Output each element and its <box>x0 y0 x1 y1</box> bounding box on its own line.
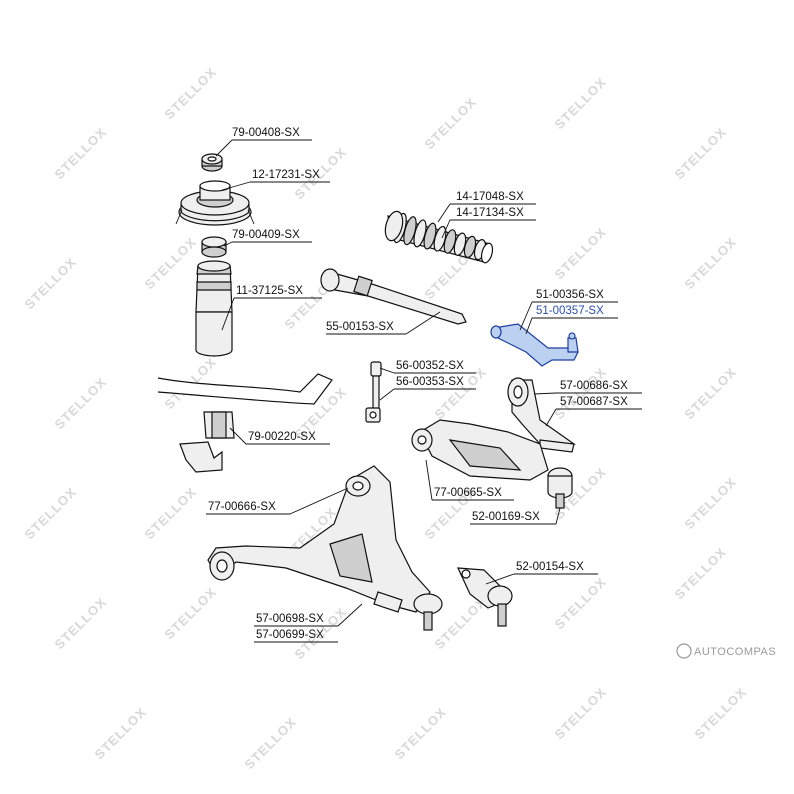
part-number-label[interactable]: 57-00699-SX <box>256 629 324 641</box>
bump-stop-nut-drawing[interactable] <box>201 153 223 172</box>
watermark-text: STELLOX <box>142 484 200 542</box>
part-number-label[interactable]: 77-00665-SX <box>434 487 502 499</box>
ball-joint-upper-drawing[interactable] <box>547 467 573 509</box>
part-number-label[interactable]: 11-37125-SX <box>236 285 303 297</box>
part-callout: 77-00666-SX <box>206 487 349 515</box>
part-number-label[interactable]: 52-00169-SX <box>472 511 540 523</box>
leader-line <box>555 507 561 525</box>
stabilizer-bushing-drawing[interactable] <box>179 411 235 473</box>
watermark-text: STELLOX <box>552 224 610 282</box>
part-number-label[interactable]: 79-00409-SX <box>232 229 300 241</box>
leader-line <box>441 219 451 239</box>
part-number-label[interactable]: 57-00686-SX <box>560 380 628 392</box>
strut-mount-drawing[interactable] <box>175 180 255 226</box>
part-number-label[interactable]: 56-00353-SX <box>396 376 464 388</box>
part-callout: 79-00408-SX <box>215 127 312 157</box>
watermark-text: STELLOX <box>22 254 80 312</box>
part-callout: 57-00698-SX 57-00699-SX <box>254 603 363 643</box>
leader-line <box>379 388 395 401</box>
tie-rod-end-drawing[interactable] <box>490 323 579 367</box>
leader-line <box>215 139 233 157</box>
watermark-text: STELLOX <box>682 474 740 532</box>
watermark-layer: STELLOX STELLOX STELLOX STELLOX STELLOX STELL… <box>22 64 750 772</box>
watermark-text: STELLOX <box>52 374 110 432</box>
part-number-label[interactable]: 14-17134-SX <box>456 207 524 219</box>
upper-control-arm-drawing[interactable] <box>507 377 576 453</box>
leader-line <box>379 367 395 374</box>
watermark-text: STELLOX <box>552 574 610 632</box>
watermark-text: STELLOX <box>552 684 610 742</box>
watermark-text: STELLOX <box>22 484 80 542</box>
part-callout: 57-00686-SX 57-00687-SX <box>533 380 642 427</box>
stabilizer-bar-drawing[interactable] <box>157 373 333 405</box>
part-number-label[interactable]: 79-00408-SX <box>232 127 300 139</box>
leader-line <box>337 603 363 627</box>
watermark-text: STELLOX <box>422 94 480 152</box>
steering-rack-boot-drawing[interactable] <box>382 209 494 264</box>
lower-control-arm-rear-drawing[interactable] <box>411 419 549 481</box>
watermark-text: STELLOX <box>682 234 740 292</box>
leader-line <box>525 317 533 335</box>
leader-line <box>545 408 557 427</box>
stabilizer-link-drawing[interactable] <box>365 361 382 423</box>
watermark-text: STELLOX <box>142 234 200 292</box>
watermark-text: STELLOX <box>672 544 730 602</box>
watermark-text: STELLOX <box>52 594 110 652</box>
watermark-text: STELLOX <box>242 714 300 772</box>
strut-bushing-drawing[interactable] <box>201 236 227 258</box>
part-number-label[interactable]: 57-00687-SX <box>560 396 628 408</box>
part-number-label[interactable]: 57-00698-SX <box>256 613 324 625</box>
footer-logo-text: AUTOCOMPAS <box>694 646 776 658</box>
part-callout: 52-00169-SX <box>470 507 561 525</box>
part-labels: 79-00408-SX 12-17231-SX 79-00409-SX 11-3712… <box>206 127 642 643</box>
part-number-label[interactable]: 77-00666-SX <box>208 501 276 513</box>
part-number-label[interactable]: 52-00154-SX <box>516 561 584 573</box>
part-callout: 56-00352-SX 56-00353-SX <box>379 360 476 401</box>
part-callout: 52-00154-SX <box>485 561 598 585</box>
watermark-text: STELLOX <box>162 584 220 642</box>
part-callout: 77-00665-SX <box>425 459 514 501</box>
part-callout: 14-17048-SX 14-17134-SX <box>437 191 536 239</box>
watermark-text: STELLOX <box>52 124 110 182</box>
watermark-text: STELLOX <box>92 704 150 762</box>
part-number-label[interactable]: 56-00352-SX <box>396 360 464 372</box>
leader-line <box>519 301 533 331</box>
shock-dust-boot-drawing[interactable] <box>195 260 233 357</box>
part-number-label[interactable]: 12-17231-SX <box>252 169 320 181</box>
leader-line <box>485 573 515 585</box>
inner-tie-rod-drawing[interactable] <box>320 268 467 325</box>
leader-line <box>229 427 247 445</box>
lower-control-arm-drawing[interactable] <box>207 465 443 631</box>
watermark-text: STELLOX <box>392 704 450 762</box>
part-number-label[interactable]: 51-00357-SX <box>536 305 604 317</box>
watermark-text: STELLOX <box>682 364 740 422</box>
leader-line <box>425 459 433 501</box>
leader-line <box>289 487 349 515</box>
part-callout: 12-17231-SX <box>221 169 330 191</box>
leader-line <box>221 297 235 331</box>
part-callout: 79-00220-SX <box>229 427 330 445</box>
watermark-text: STELLOX <box>692 684 750 742</box>
part-callout: 79-00409-SX <box>223 229 312 247</box>
ball-joint-lower-drawing[interactable] <box>457 567 513 627</box>
autocompas-logo: AUTOCOMPAS <box>676 643 776 659</box>
part-callout: 55-00153-SX <box>326 311 441 335</box>
watermark-text: STELLOX <box>162 64 220 122</box>
part-number-label[interactable]: 14-17048-SX <box>456 191 524 203</box>
part-number-label[interactable]: 55-00153-SX <box>326 321 394 333</box>
watermark-text: STELLOX <box>552 74 610 132</box>
leader-line <box>533 392 557 395</box>
leader-line <box>437 203 451 223</box>
compass-icon <box>676 643 692 659</box>
leader-line <box>223 241 233 247</box>
part-callout: 11-37125-SX <box>221 285 322 331</box>
part-number-label[interactable]: 79-00220-SX <box>248 431 316 443</box>
watermark-text: STELLOX <box>672 124 730 182</box>
leader-line <box>405 311 441 335</box>
part-callout: 51-00356-SX 51-00357-SX <box>519 289 618 335</box>
leader-line <box>221 181 251 191</box>
part-number-label[interactable]: 51-00356-SX <box>536 289 604 301</box>
